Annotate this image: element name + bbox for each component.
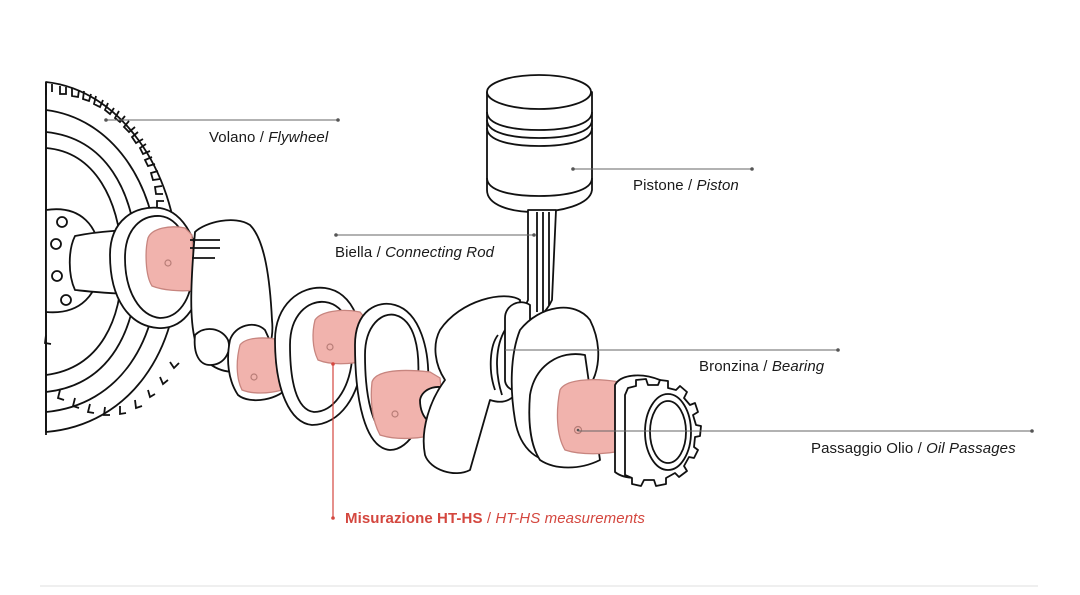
crank-web-1 — [109, 206, 201, 329]
timing-gear — [614, 374, 702, 487]
crank-web-5 — [510, 306, 626, 469]
label-ht-hs-measurement: Misurazione HT-HS / HT-HS measurements — [345, 510, 645, 527]
main-journal-3 — [556, 378, 626, 455]
label-oil-passages: Passaggio Olio / Oil Passages — [811, 440, 1016, 457]
label-piston: Pistone / Piston — [633, 177, 739, 194]
label-connecting-rod: Biella / Connecting Rod — [335, 244, 495, 261]
bottom-divider — [40, 585, 1038, 587]
crank-web-2 — [274, 286, 369, 426]
crank-arm-1 — [190, 219, 274, 373]
label-bearing: Bronzina / Bearing — [699, 358, 825, 375]
main-journal-1 — [145, 226, 196, 292]
crank-web-4 — [422, 295, 526, 475]
crankpin-1 — [227, 323, 291, 402]
piston — [486, 74, 593, 213]
label-flywheel: Volano / Flywheel — [209, 129, 329, 146]
leader-lines — [104, 118, 1034, 520]
